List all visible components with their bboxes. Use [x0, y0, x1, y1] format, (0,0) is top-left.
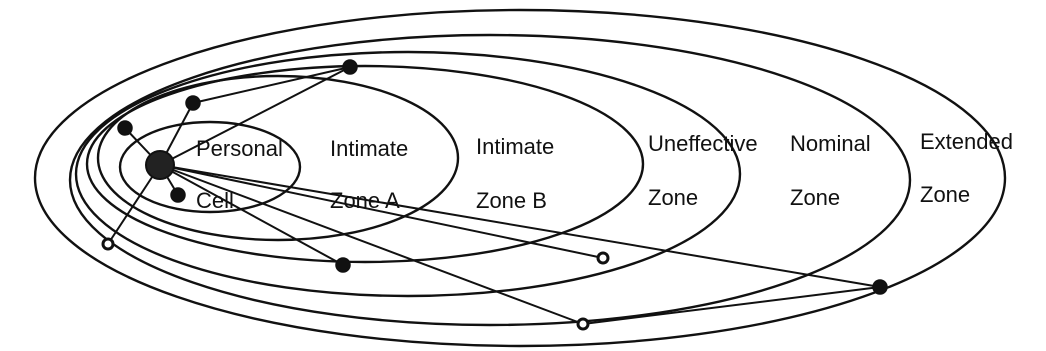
- ego-node: [145, 150, 175, 180]
- intimate-zone-b-label: Zone B: [476, 188, 547, 213]
- personal-cell-label: Personal: [196, 136, 283, 161]
- intimate-zone-a-ring: [96, 74, 460, 242]
- nominal-zone-label: Nominal: [790, 131, 871, 156]
- extended-zone-label: Zone: [920, 182, 970, 207]
- uneffective-zone-label: Uneffective: [648, 131, 758, 156]
- intimate-zone-a-label: Intimate: [330, 136, 408, 161]
- tie-line: [159, 164, 604, 259]
- contact-node: [576, 317, 590, 331]
- contact-node: [342, 59, 358, 75]
- tie-line: [159, 164, 584, 325]
- tie-line: [159, 164, 344, 266]
- contact-node: [335, 257, 351, 273]
- tie-line: [159, 66, 351, 166]
- personal-cell-label: Cell: [196, 188, 234, 213]
- nominal-zone-label: Zone: [790, 185, 840, 210]
- contact-node: [185, 95, 201, 111]
- personal-cell-ring: [118, 120, 302, 214]
- intimate-zone-b-ring: [85, 64, 645, 264]
- contact-node: [596, 251, 610, 265]
- intimate-zone-b-label: Intimate: [476, 134, 554, 159]
- uneffective-zone-ring: [74, 50, 742, 298]
- extended-zone-ring: [33, 8, 1007, 348]
- tie-line: [159, 164, 881, 288]
- contact-node: [117, 120, 133, 136]
- tie-line: [107, 164, 161, 245]
- tie-line: [582, 286, 881, 325]
- contact-node: [170, 187, 186, 203]
- extended-zone-label: Extended: [920, 129, 1013, 154]
- contact-node: [101, 237, 115, 251]
- nominal-zone-ring: [68, 33, 912, 327]
- tie-line: [192, 66, 351, 104]
- intimate-zone-a-label: Zone A: [330, 188, 400, 213]
- contact-node: [872, 279, 888, 295]
- uneffective-zone-label: Zone: [648, 185, 698, 210]
